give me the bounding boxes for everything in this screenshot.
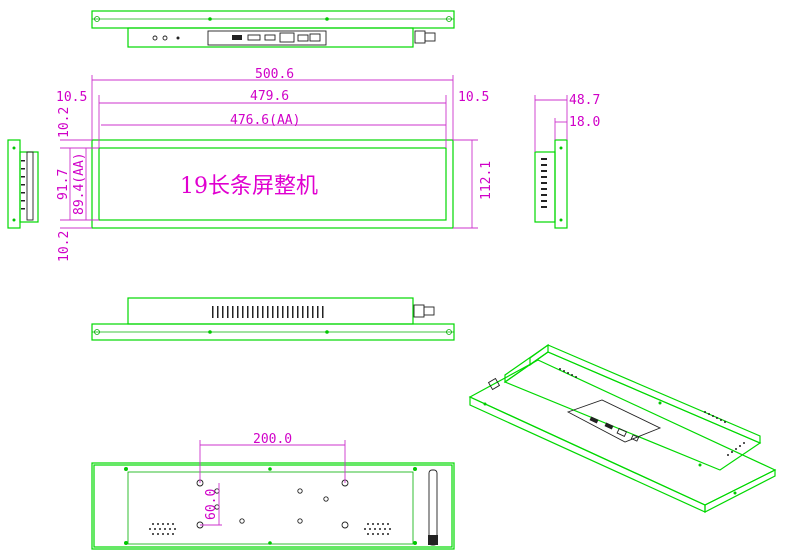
dim-bezel-inner-width: 479.6 <box>250 89 289 104</box>
antenna-side <box>26 151 34 221</box>
rear-view: 200.0 60.0 <box>91 432 455 550</box>
bottom-view <box>91 297 455 341</box>
drawing-title: 19长条屏整机 <box>180 174 318 199</box>
left-side-bezel <box>7 139 21 229</box>
front-bezel <box>91 139 454 229</box>
rear-frame <box>91 462 455 550</box>
active-area <box>98 147 447 221</box>
dim-side-depth-bezel: 18.0 <box>569 115 600 130</box>
dim-side-depth-total: 48.7 <box>569 93 600 108</box>
antenna <box>428 469 438 546</box>
top-view-frame <box>91 10 455 29</box>
dim-left-margin: 10.5 <box>56 90 87 105</box>
rear-vent-left <box>149 523 176 535</box>
dim-overall-height: 112.1 <box>479 161 494 200</box>
left-side-view <box>7 139 39 229</box>
iso-rear-housing <box>503 351 762 471</box>
rear-vent-right <box>364 523 391 535</box>
isometric-view <box>468 343 777 513</box>
dim-overall-width: 500.6 <box>255 67 294 82</box>
right-side-bezel <box>554 139 568 229</box>
dim-active-area-width: 476.6(AA) <box>230 113 300 128</box>
dim-bottom-margin: 10.2 <box>57 231 72 262</box>
top-view-body <box>127 27 414 48</box>
rear-housing <box>127 471 414 545</box>
dim-right-margin: 10.5 <box>458 90 489 105</box>
right-side-view: 48.7 18.0 <box>534 93 600 229</box>
vesa-hole <box>341 521 349 529</box>
dim-top-margin: 10.2 <box>57 107 72 138</box>
bottom-view-body <box>127 297 414 325</box>
antenna-connector <box>414 30 426 44</box>
iso-antenna-connector <box>487 377 501 391</box>
dim-inner-height: 91.7 <box>56 169 71 200</box>
dim-mount-hole-spacing-y: 60.0 <box>204 489 219 520</box>
dim-active-area-height: 89.4(AA) <box>72 152 87 215</box>
top-view <box>91 10 455 48</box>
iso-io-panel <box>566 399 662 443</box>
io-panel <box>207 30 327 46</box>
dim-mount-hole-spacing-x: 200.0 <box>253 432 292 447</box>
vent-slots-bottom <box>212 306 324 318</box>
antenna-connector-bottom <box>413 304 425 318</box>
front-view: 19长条屏整机 500.6 479.6 476.6(AA) 10.5 10.5 … <box>56 67 494 262</box>
